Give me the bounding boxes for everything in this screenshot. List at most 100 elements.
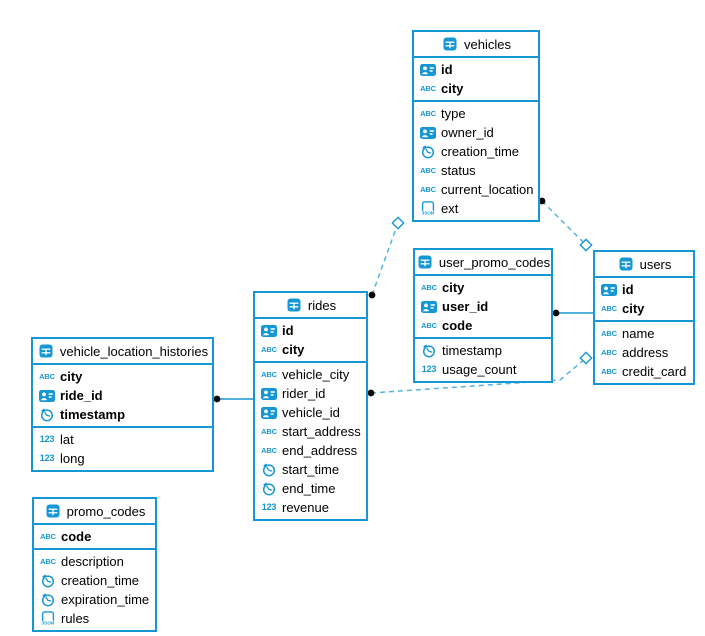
text-type-icon: ABC [260,371,278,379]
table-title: users [639,256,672,272]
relationship-line[interactable] [371,222,399,296]
column-name: creation_time [61,573,140,588]
column-name: description [61,554,124,569]
table-header[interactable]: rides [255,293,366,319]
relationship-line[interactable] [541,200,587,246]
column-name: ride_id [60,388,103,403]
column-row-timestamp[interactable]: timestamp [415,341,551,360]
id-badge-icon [419,126,437,139]
abc-glyph: ABC [261,369,277,379]
column-name: id [622,282,634,297]
column-name: end_time [282,481,336,496]
connection-vehicle_location_histories-rides[interactable] [213,395,253,403]
table-header[interactable]: user_promo_codes [415,250,551,276]
column-row-ride_id[interactable]: ride_id [33,386,212,405]
clock-icon [38,408,56,422]
connection-user_promo_codes-users[interactable] [552,309,593,317]
column-row-id[interactable]: id [595,280,693,299]
id-badge-icon [260,387,278,400]
connection-rides-vehicles[interactable] [368,216,405,299]
num-glyph: 123 [261,502,277,512]
column-name: owner_id [441,125,494,140]
diamond-endpoint-marker [579,351,593,365]
column-row-creation_time[interactable]: creation_time [34,571,155,590]
column-name: code [61,529,92,544]
table-grid-icon [416,255,434,269]
column-row-code[interactable]: ABC code [34,527,155,546]
abc-glyph: ABC [421,320,437,330]
column-name: city [282,342,305,357]
column-row-expiration_time[interactable]: expiration_time [34,590,155,609]
id-badge-icon [420,300,438,313]
abc-glyph: ABC [420,165,436,175]
column-row-id[interactable]: id [414,60,538,79]
column-row-id[interactable]: id [255,321,366,340]
table-grid-icon [285,298,303,312]
column-name: end_address [282,443,358,458]
column-row-rider_id[interactable]: rider_id [255,384,366,403]
column-row-start_address[interactable]: ABC start_address [255,422,366,441]
abc-glyph: ABC [261,445,277,455]
table-header[interactable]: vehicles [414,32,538,58]
table-title: vehicle_location_histories [59,343,209,359]
connection-rides-users[interactable] [367,351,593,397]
abc-glyph: ABC [40,531,56,541]
text-type-icon: ABC [260,428,278,436]
abc-glyph: ABC [601,347,617,357]
column-row-end_time[interactable]: end_time [255,479,366,498]
column-name: expiration_time [61,592,150,607]
column-name: start_address [282,424,361,439]
column-row-user_id[interactable]: user_id [415,297,551,316]
abc-glyph: ABC [601,328,617,338]
table-title: promo_codes [66,503,146,519]
connection-vehicles-users[interactable] [538,197,593,252]
column-row-timestamp[interactable]: timestamp [33,405,212,424]
dot-endpoint-marker [368,291,376,299]
table-header[interactable]: vehicle_location_histories [33,339,212,365]
column-row-vehicle_id[interactable]: vehicle_id [255,403,366,422]
column-row-owner_id[interactable]: owner_id [414,123,538,142]
column-row-ext[interactable]: JSON ext [414,199,538,218]
clock-icon [419,145,437,159]
json-type-icon: JSON [39,611,57,626]
id-badge-icon [419,63,437,76]
json-type-icon: JSON [419,201,437,216]
table-header[interactable]: users [595,252,693,278]
column-row-creation_time[interactable]: creation_time [414,142,538,161]
column-row-start_time[interactable]: start_time [255,460,366,479]
diamond-endpoint-marker [391,216,405,230]
column-row-end_address[interactable]: ABC end_address [255,441,366,460]
column-name: ext [441,201,459,216]
table-header[interactable]: promo_codes [34,499,155,525]
relationship-line[interactable] [370,357,587,394]
abc-glyph: ABC [421,282,437,292]
